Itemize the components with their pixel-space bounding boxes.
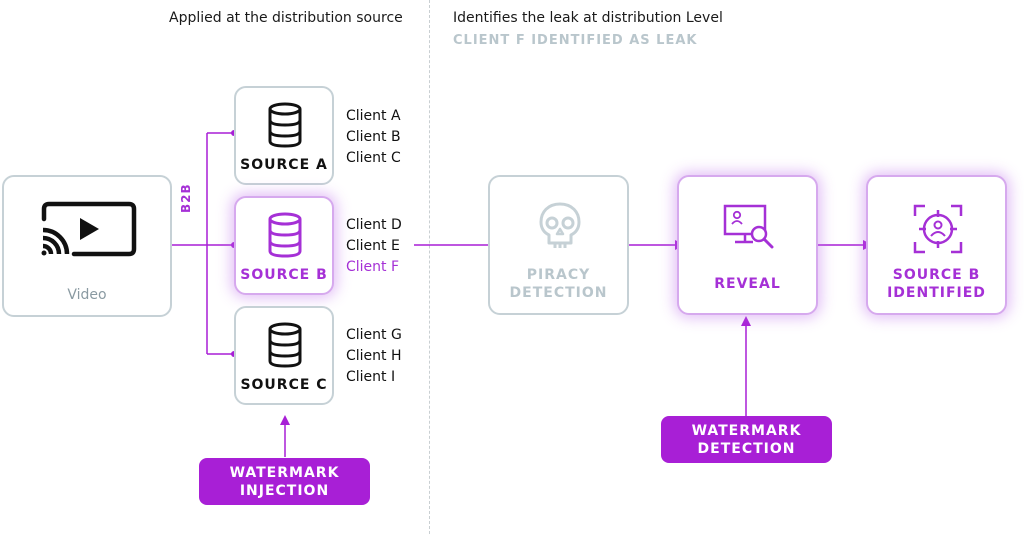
watermark-detection-badge: WATERMARK DETECTION	[661, 416, 832, 463]
piracy-detection-box: PIRACY DETECTION	[488, 175, 629, 315]
client-label: Client I	[346, 369, 396, 385]
video-box: Video	[2, 175, 172, 317]
skull-icon	[539, 202, 581, 248]
b2b-label: B2B	[179, 183, 193, 213]
right-subheader: CLIENT F IDENTIFIED AS LEAK	[453, 33, 698, 48]
client-label: Client C	[346, 150, 401, 166]
watermark-detection-line2: DETECTION	[697, 440, 796, 457]
source-identified-line1: SOURCE B	[892, 267, 981, 283]
left-header: Applied at the distribution source	[169, 10, 403, 26]
monitor-search-icon	[723, 204, 774, 249]
source-identified-line2: IDENTIFIED	[887, 285, 986, 301]
database-icon	[268, 102, 302, 148]
watermark-detection-line1: WATERMARK	[691, 422, 802, 439]
piracy-detection-label-line1: PIRACY	[526, 267, 591, 283]
source-c-box: SOURCE C	[234, 306, 334, 405]
database-icon	[268, 322, 302, 368]
source-b-box: SOURCE B	[234, 196, 334, 295]
watermark-injection-line2: INJECTION	[239, 482, 330, 499]
source-identified-box: SOURCE B IDENTIFIED	[866, 175, 1007, 315]
source-b-label: SOURCE B	[240, 267, 328, 283]
target-person-icon	[913, 204, 963, 254]
right-header: Identifies the leak at distribution Leve…	[453, 10, 723, 26]
client-label: Client A	[346, 108, 401, 124]
client-label: Client B	[346, 129, 401, 145]
client-label: Client E	[346, 238, 400, 254]
reveal-label: REVEAL	[714, 276, 781, 292]
piracy-detection-label-line2: DETECTION	[509, 285, 608, 301]
watermark-injection-line1: WATERMARK	[229, 464, 340, 481]
client-label: Client D	[346, 217, 402, 233]
source-a-label: SOURCE A	[240, 157, 328, 173]
source-b-clients: Client D Client E Client F	[346, 215, 402, 278]
reveal-box: REVEAL	[677, 175, 818, 315]
client-label: Client G	[346, 327, 402, 343]
watermark-injection-badge: WATERMARK INJECTION	[199, 458, 370, 505]
client-label: Client H	[346, 348, 402, 364]
video-label: Video	[67, 287, 107, 303]
source-c-clients: Client G Client H Client I	[346, 325, 402, 388]
source-c-label: SOURCE C	[240, 377, 328, 393]
cast-screen-icon	[41, 201, 137, 257]
source-a-clients: Client A Client B Client C	[346, 106, 401, 169]
client-f-label: Client F	[346, 259, 400, 275]
section-divider	[429, 0, 430, 534]
source-a-box: SOURCE A	[234, 86, 334, 185]
database-icon	[268, 212, 302, 258]
